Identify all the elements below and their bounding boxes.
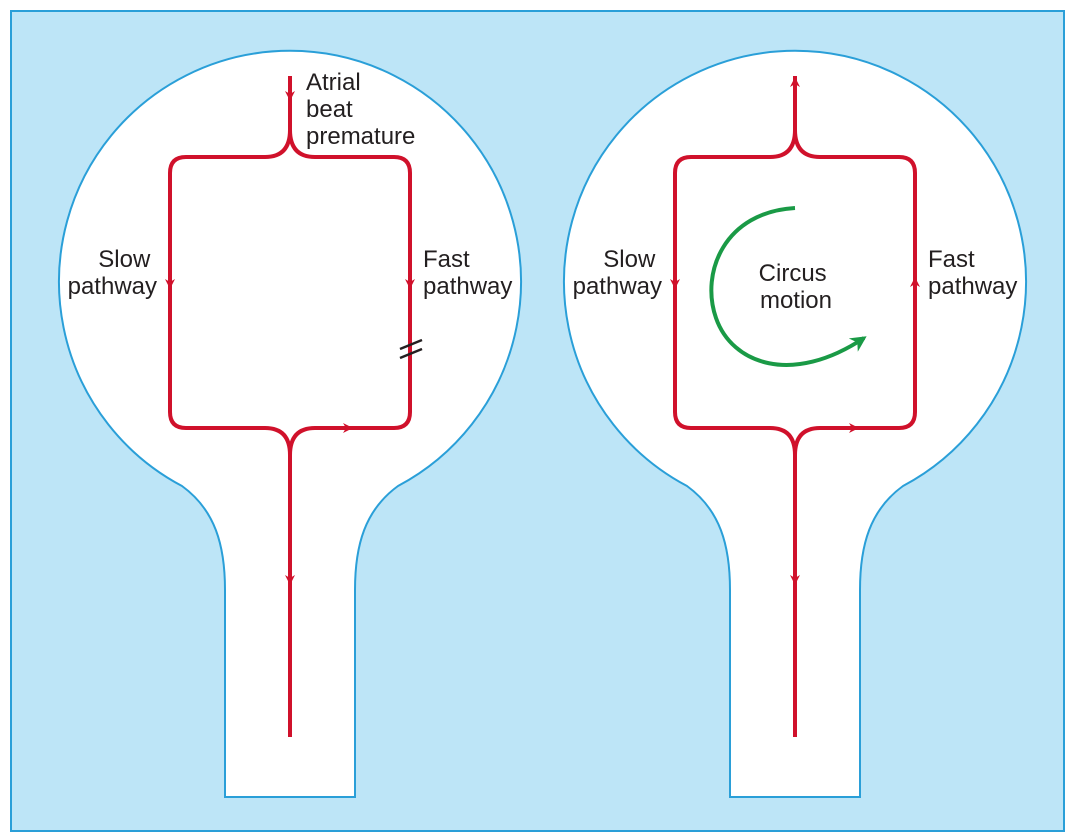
left-atrial-label: Atrial beat premature	[306, 69, 415, 150]
left-panel: Atrial beat premature Slow pathway Fast …	[58, 49, 522, 798]
block-mark-icon	[399, 338, 423, 360]
left-slow-label: Slow pathway	[68, 246, 157, 300]
left-pathway-circuit	[168, 76, 292, 737]
right-slow-label: Slow pathway	[573, 246, 662, 300]
circus-motion-label: Circus motion	[759, 260, 834, 314]
left-fast-branch-top	[288, 129, 412, 456]
right-fast-label: Fast pathway	[928, 246, 1017, 300]
left-fast-label: Fast pathway	[423, 246, 512, 300]
right-panel: Slow pathway Fast pathway Circus motion	[563, 49, 1027, 798]
left-av-node-outline	[58, 49, 522, 798]
right-pathway-circuit	[673, 76, 797, 737]
right-av-node-outline	[563, 49, 1027, 798]
circus-motion-arrow-icon	[709, 206, 867, 367]
